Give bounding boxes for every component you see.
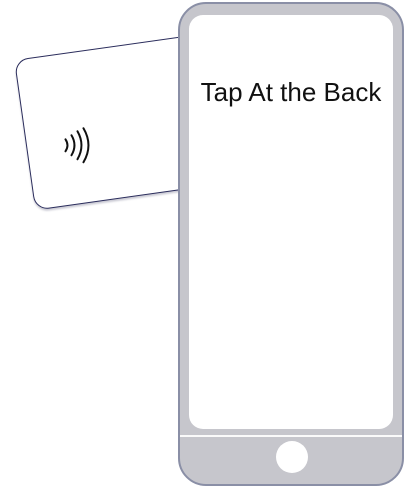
screen-title: Tap At the Back [200,77,382,107]
phone-device: Tap At the Back [178,2,404,486]
home-button[interactable] [276,441,308,473]
contactless-icon [64,127,90,164]
payment-card [14,29,255,211]
phone-chin-divider [180,435,402,437]
phone-screen: Tap At the Back [189,15,393,429]
